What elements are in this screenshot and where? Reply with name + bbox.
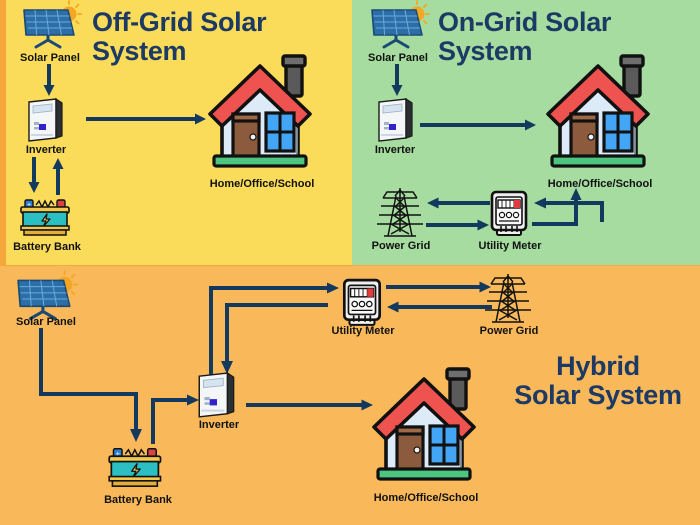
arrow-battery-to-inverter [146, 392, 200, 444]
solar-panel-icon [368, 0, 430, 50]
arrow-meter-to-inverter [220, 300, 330, 376]
arrow-inverter-to-home [420, 118, 538, 132]
inverter-icon [376, 97, 416, 144]
arrow-solarpanel-to-inverter [390, 64, 404, 98]
panel-title-hybrid: Hybrid Solar System [508, 351, 688, 411]
label-power-grid: Power Grid [371, 240, 431, 252]
utility-meter-icon [340, 276, 384, 328]
arrow-solarpanel-to-battery [34, 328, 144, 448]
arrow-powergrid-to-meter [426, 218, 490, 232]
battery-bank-icon: + [18, 196, 76, 240]
panel-on-grid: On-Grid Solar System [352, 0, 700, 265]
label-inverter: Inverter [198, 419, 240, 431]
label-home: Home/Office/School [547, 178, 653, 190]
label-home: Home/Office/School [373, 492, 479, 504]
solar-panel-icon [14, 270, 78, 322]
power-grid-pylon-icon [482, 272, 534, 326]
utility-meter-icon [488, 188, 530, 238]
house-icon [202, 52, 318, 174]
arrow-meter-to-home [532, 186, 596, 228]
label-battery-bank: Battery Bank [104, 494, 172, 506]
arrow-powergrid-to-meter [386, 300, 492, 314]
label-solar-panel: Solar Panel [16, 316, 76, 328]
svg-text:+: + [116, 449, 120, 458]
panel-title-hybrid-line2: Solar System [514, 380, 682, 411]
arrow-meter-to-powergrid [426, 196, 490, 210]
svg-text:+: + [27, 202, 31, 209]
battery-bank-icon: + [106, 444, 168, 492]
panel-title-off-grid: Off-Grid Solar System [92, 7, 267, 67]
arrow-solarpanel-to-inverter [42, 64, 56, 98]
arrow-inverter-to-meter [204, 280, 340, 390]
arrow-home-to-meter-elbow [532, 196, 604, 224]
inverter-icon [196, 371, 238, 420]
label-inverter: Inverter [374, 144, 416, 156]
arrow-inverter-to-battery [27, 157, 41, 195]
panel-title-hybrid-line1: Hybrid [556, 351, 640, 381]
label-power-grid: Power Grid [479, 325, 539, 337]
house-icon [540, 52, 656, 174]
arrow-inverter-to-home [246, 398, 374, 412]
solar-panel-icon [20, 0, 82, 50]
house-icon [366, 365, 482, 487]
label-solar-panel: Solar Panel [20, 52, 80, 64]
label-battery-bank: Battery Bank [13, 241, 81, 253]
arrow-meter-to-powergrid [386, 280, 492, 294]
label-inverter: Inverter [25, 144, 67, 156]
panel-title-on-grid: On-Grid Solar System [438, 7, 612, 67]
label-home: Home/Office/School [209, 178, 315, 190]
label-solar-panel: Solar Panel [368, 52, 428, 64]
label-utility-meter: Utility Meter [478, 240, 542, 252]
arrow-inverter-to-home [86, 112, 208, 126]
power-grid-pylon-icon [374, 186, 426, 240]
panel-off-grid: Off-Grid Solar System [6, 0, 352, 265]
inverter-icon [26, 97, 66, 144]
arrow-battery-to-inverter [51, 157, 65, 195]
label-utility-meter: Utility Meter [331, 325, 395, 337]
